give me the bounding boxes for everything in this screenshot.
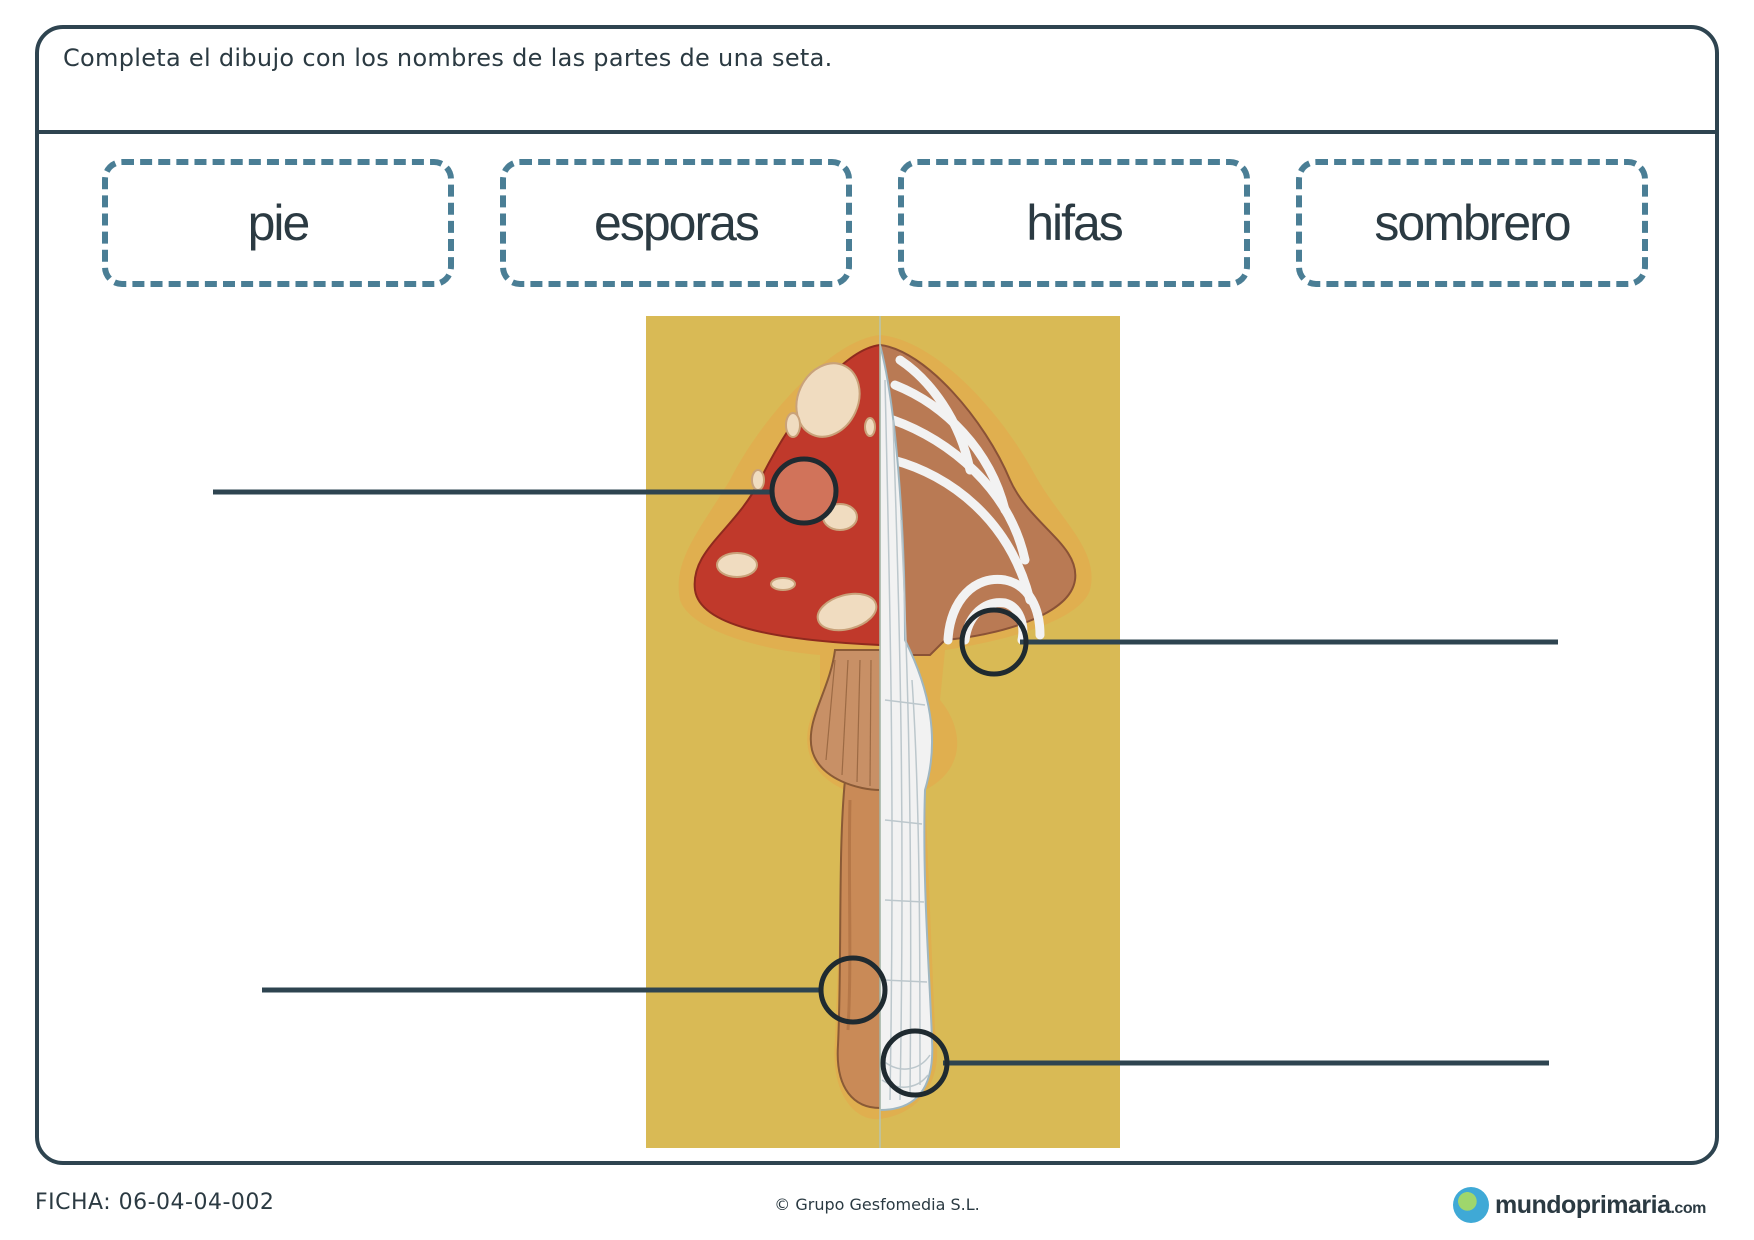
globe-icon [1453, 1187, 1489, 1223]
word-card-sombrero[interactable]: sombrero [1296, 159, 1648, 287]
header-divider [35, 130, 1719, 134]
label-pointers [213, 489, 1558, 1066]
ficha-code: FICHA: 06-04-04-002 [35, 1190, 275, 1215]
word-card-pie[interactable]: pie [102, 159, 454, 287]
mushroom-interior-half [880, 343, 1077, 1112]
instruction-text: Completa el dibujo con los nombres de la… [63, 44, 833, 72]
pointer-circle-sombrero [769, 456, 839, 526]
brand-name: mundoprimaria [1495, 1190, 1671, 1219]
pointer-circle-esporas [959, 607, 1029, 677]
pointer-circle-pie [818, 955, 888, 1025]
brand-logo[interactable]: mundoprimaria.com [1453, 1185, 1706, 1225]
pointer-circle-hifas [880, 1028, 950, 1098]
worksheet-frame [35, 25, 1719, 1165]
word-label: esporas [594, 195, 760, 251]
brand-text: mundoprimaria.com [1495, 1191, 1706, 1220]
label-circles [769, 456, 1029, 1098]
word-card-esporas[interactable]: esporas [500, 159, 852, 287]
word-label: pie [247, 195, 311, 251]
word-label: sombrero [1374, 195, 1571, 251]
word-label: hifas [1026, 195, 1124, 251]
copyright-text: © Grupo Gesfomedia S.L. [774, 1195, 980, 1214]
word-card-hifas[interactable]: hifas [898, 159, 1250, 287]
brand-tld: .com [1670, 1199, 1706, 1217]
